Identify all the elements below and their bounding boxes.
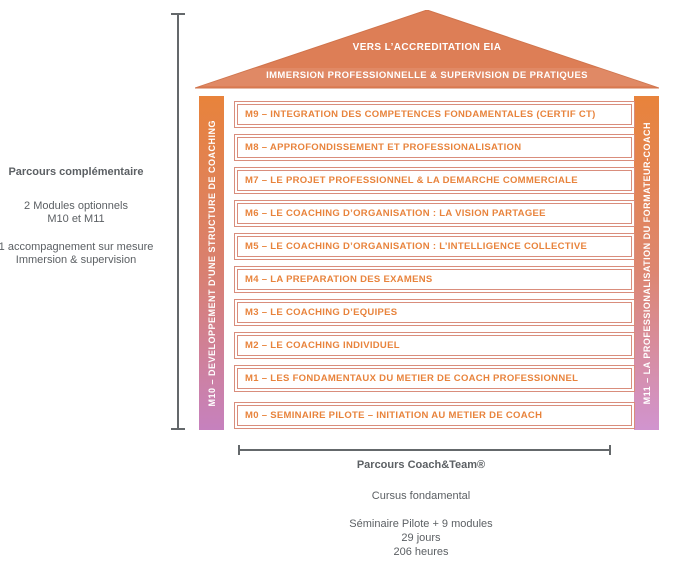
bottom-panel-line-2: 29 jours [401,532,441,544]
left-panel-line-4: Immersion & supervision [15,254,137,266]
roof-band-label: IMMERSION PROFESSIONNELLE & SUPERVISION … [266,70,588,81]
vertical-measure-cap-top [171,13,185,15]
module-row-m0: M0 – SEMINAIRE PILOTE – INITIATION AU ME… [234,402,635,429]
roof-shape [195,10,659,89]
module-bar-m10-label: M10 – DEVELOPPEMENT D’UNE STRUCTURE DE C… [206,119,217,407]
module-row-m2: M2 – LE COACHING INDIVIDUEL [234,332,635,359]
left-panel-line-2: M10 et M11 [47,213,105,225]
vertical-measure-cap-bottom [171,428,185,430]
module-bar-m11-label: M11 – LA PROFESSIONALISATION DU FORMATEU… [641,121,652,405]
module-row-m6: M6 – LE COACHING D’ORGANISATION : LA VIS… [234,200,635,227]
roof-triangle [195,10,659,89]
module-row-m4: M4 – LA PREPARATION DES EXAMENS [234,266,635,293]
module-bar-m11: M11 – LA PROFESSIONALISATION DU FORMATEU… [634,96,659,430]
horizontal-measure-line [238,449,611,451]
module-row-m5: M5 – LE COACHING D’ORGANISATION : L’INTE… [234,233,635,260]
module-row-m7: M7 – LE PROJET PROFESSIONNEL & LA DEMARC… [234,167,635,194]
roof-top-label: VERS L’ACCREDITATION EIA [352,42,502,53]
vertical-measure-line [177,13,179,430]
left-panel-line-1: 2 Modules optionnels [24,200,128,212]
roof-band-highlight [201,68,653,86]
module-row-m1: M1 – LES FONDAMENTAUX DU METIER DE COACH… [234,365,635,392]
left-panel-line-3: 1 accompagnement sur mesure [0,241,154,253]
bottom-panel-subtitle: Cursus fondamental [371,490,471,502]
module-row-m9: M9 – INTEGRATION DES COMPETENCES FONDAME… [234,101,635,128]
bottom-panel-line-1: Séminaire Pilote + 9 modules [349,518,493,530]
horizontal-measure-cap-left [238,445,240,455]
module-row-m8: M8 – APPROFONDISSEMENT ET PROFESSIONALIS… [234,134,635,161]
module-bar-m10: M10 – DEVELOPPEMENT D’UNE STRUCTURE DE C… [199,96,224,430]
module-row-m3: M3 – LE COACHING D’EQUIPES [234,299,635,326]
left-panel-title: Parcours complémentaire [8,166,144,178]
bottom-panel-title: Parcours Coach&Team® [356,459,486,471]
bottom-panel-line-3: 206 heures [393,546,449,558]
horizontal-measure-cap-right [609,445,611,455]
